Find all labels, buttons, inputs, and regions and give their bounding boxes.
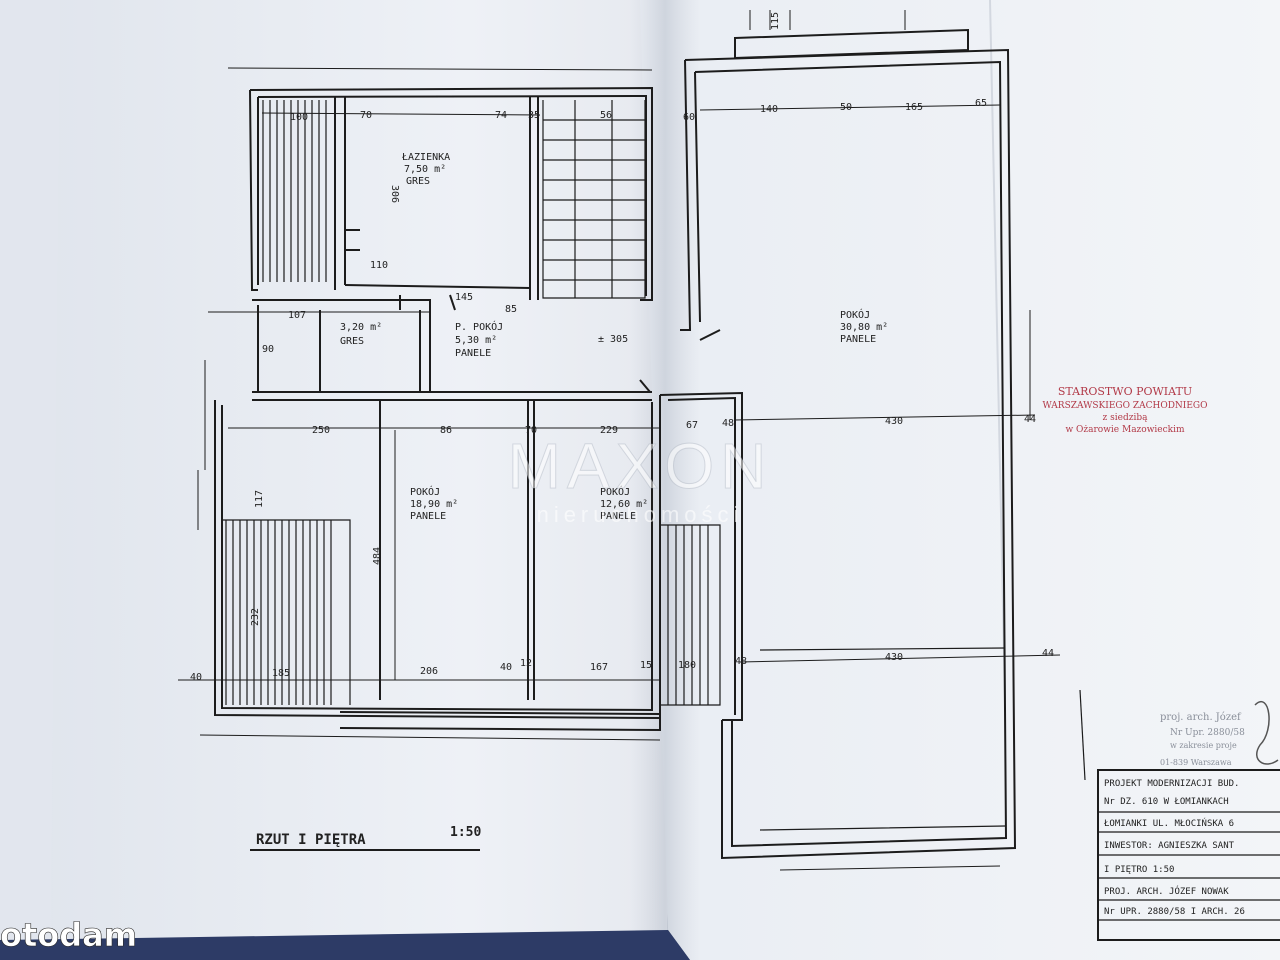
terrace-lower-right-hatch [660,524,721,706]
title-block: PROJEKT MODERNIZACJI BUD. Nr DZ. 610 W Ł… [1097,769,1280,941]
balcony-rails [759,647,1086,831]
maxon-watermark: MAXON nieruchomości [507,430,773,528]
dim-35: 35 [528,110,540,121]
dim-232: 232 [250,608,261,626]
arch-stamp-line-3: w zakresie proje [1170,741,1237,750]
arch-stamp-line-4: 01-839 Warszawa [1160,758,1232,767]
dim-48: 48 [722,418,734,429]
title-block-row-3: ŁOMIANKI UL. MŁOCIŃSKA 6 [1103,817,1234,829]
title-block-row-5: I PIĘTRO 1:50 [1104,865,1174,875]
room-mid-area: 12,60 m² [600,499,648,510]
left-margin [0,0,60,960]
dim-74: 74 [495,110,507,121]
dim-140: 140 [760,104,778,115]
room-right-floor: PANELE [840,334,876,345]
dim-430-top: 430 [885,416,903,427]
dim-185: 185 [272,668,290,679]
dim-44-top: 44 [1024,414,1036,425]
dim-70: 70 [360,110,372,121]
walls [214,28,1017,860]
room-left-floor: PANELE [410,511,446,522]
architect-stamp: proj. arch. Józef Nr Upr. 2880/58 w zakr… [1160,701,1279,767]
dim-56: 56 [600,110,612,121]
dim-44-bottom: 44 [1042,648,1054,659]
stamp-line-4: w Ożarowie Mazowieckim [1065,425,1185,435]
room-small-name: P. POKÓJ [455,320,503,333]
dim-180: 180 [678,660,696,671]
page-crease [989,0,1006,701]
plan-title: RZUT I PIĘTRA [256,832,366,848]
dim-305: ± 305 [598,334,628,345]
dim-107: 107 [288,310,306,321]
room-bathroom-name: ŁAZIENKA [401,152,450,163]
dim-48-bottom: 48 [735,656,747,667]
dim-110: 110 [370,260,388,271]
title-block-row-7: Nr UPR. 2880/58 I ARCH. 26 [1104,907,1245,917]
title-block-row-1: PROJEKT MODERNIZACJI BUD. [1104,779,1239,789]
plan-caption: RZUT I PIĘTRA 1:50 [250,825,481,851]
dim-86: 86 [440,425,452,436]
room-small-area: 5,30 m² [455,335,497,346]
dim-15: 15 [640,660,652,671]
room-bathroom-area: 7,50 m² [404,164,446,175]
stamp-line-2: WARSZAWSKIEGO ZACHODNIEGO [1043,401,1208,411]
room-hall-floor: GRES [340,336,364,347]
dimension-lines [178,10,1061,871]
dim-90: 90 [262,344,274,355]
room-hall-area: 3,20 m² [340,322,382,333]
left-page [0,0,668,948]
terrace-top-left-hatch [262,100,327,282]
room-mid-floor: PANELE [600,511,636,522]
starostwo-stamp: STAROSTWO POWIATU WARSZAWSKIEGO ZACHODNI… [1043,385,1208,435]
binder-edge [0,930,690,960]
dim-100: 100 [290,112,308,123]
title-block-row-2: Nr DZ. 610 W ŁOMIANKACH [1104,797,1229,807]
room-left-name: POKÓJ [410,485,440,498]
stamp-line-3: z siedzibą [1103,413,1149,423]
arch-stamp-line-1: proj. arch. Józef [1160,712,1242,723]
dim-484: 484 [372,547,383,565]
room-labels: ŁAZIENKA 7,50 m² GRES 3,20 m² GRES P. PO… [340,152,888,522]
dim-65: 65 [975,98,987,109]
dim-67: 67 [686,420,698,431]
dim-70b: 70 [525,425,537,436]
room-mid-name: POKÓJ [600,485,630,498]
dim-250: 250 [312,425,330,436]
room-right-area: 30,80 m² [840,322,888,333]
dim-40-mid: 40 [500,662,512,673]
dim-12: 12 [520,658,532,669]
dim-40-left: 40 [190,672,202,683]
right-page [640,0,1280,960]
dim-165: 165 [905,102,923,113]
dim-50: 50 [840,102,852,113]
dim-206: 206 [420,666,438,677]
title-block-row-6: PROJ. ARCH. JÓZEF NOWAK [1104,885,1229,897]
dim-117: 117 [254,490,265,508]
dim-85: 85 [505,304,517,315]
stamp-line-1: STAROSTWO POWIATU [1058,385,1192,398]
dim-430-bottom: 430 [885,652,903,663]
watermark-sub: nieruchomości [537,502,744,527]
dimension-labels: 100 70 74 35 56 306 110 145 85 107 90 ± … [190,12,1054,683]
room-small-floor: PANELE [455,348,491,359]
room-bathroom-floor: GRES [406,176,430,187]
watermark-main: MAXON [508,430,773,502]
dim-145: 145 [455,292,473,303]
dim-60: 60 [683,112,695,123]
arch-stamp-line-2: Nr Upr. 2880/58 [1170,728,1245,738]
dim-229: 229 [600,425,618,436]
room-left-area: 18,90 m² [410,499,458,510]
otodam-logo: otodam [0,916,137,954]
room-right-name: POKÓJ [840,308,870,321]
architect-signature [1254,701,1279,765]
title-block-row-4: INWESTOR: AGNIESZKA SANT [1104,841,1235,851]
plan-scale: 1:50 [450,825,481,840]
terrace-lower-left-hatch [222,519,351,705]
dim-167: 167 [590,662,608,673]
dim-115: 115 [770,12,781,30]
dim-306: 306 [389,185,400,203]
stairs-upper [542,100,646,299]
